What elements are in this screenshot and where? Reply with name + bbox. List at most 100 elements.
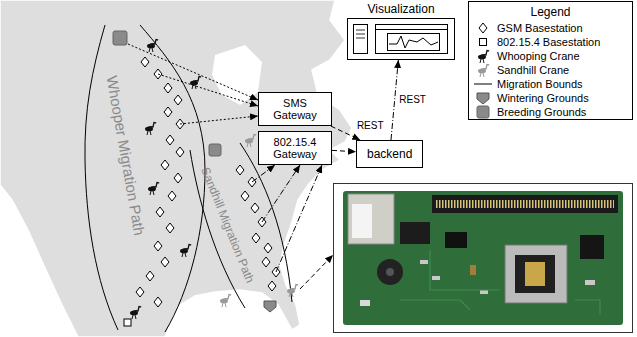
chip bbox=[400, 222, 430, 244]
gsm-basestation bbox=[264, 243, 272, 253]
leader-line bbox=[128, 44, 258, 100]
gsm-basestation bbox=[236, 165, 244, 175]
legend-entry: Wintering Grounds bbox=[497, 91, 589, 105]
sensor-board-photo bbox=[334, 184, 633, 333]
radio-module bbox=[348, 194, 394, 244]
connector-pins bbox=[436, 200, 614, 208]
gsm-basestation bbox=[262, 257, 270, 267]
node-label: SMS Gateway bbox=[264, 97, 326, 121]
sandhill-crane bbox=[245, 135, 256, 148]
gsm-basestation bbox=[168, 191, 176, 201]
title-bar bbox=[376, 29, 448, 30]
edge-label: REST bbox=[397, 94, 428, 106]
sidebar-items bbox=[356, 30, 365, 38]
legend-entry: Breeding Grounds bbox=[497, 105, 586, 119]
whooping-crane bbox=[148, 183, 159, 196]
smd-part bbox=[432, 276, 440, 280]
chart-area bbox=[388, 34, 440, 51]
buzzer bbox=[377, 259, 403, 285]
gsm-basestation bbox=[164, 107, 172, 117]
pentagon-symbol bbox=[477, 93, 489, 104]
photo-frame bbox=[334, 184, 633, 333]
whooping-crane bbox=[190, 77, 201, 90]
backend-box: backend bbox=[356, 140, 423, 168]
gsm-basestation bbox=[174, 173, 182, 183]
sandhill-crane bbox=[220, 295, 231, 308]
gsm-basestation bbox=[166, 135, 174, 145]
legend-box: LegendGSM Basestation802.15.4 Basestatio… bbox=[468, 1, 633, 120]
whooping-crane bbox=[130, 307, 141, 320]
gsm-basestation bbox=[161, 160, 169, 170]
gsm-basestation bbox=[161, 257, 169, 267]
diamond-symbol bbox=[479, 23, 487, 33]
leader-line bbox=[276, 165, 322, 272]
leader-line bbox=[180, 116, 258, 124]
whooper-left-bound bbox=[85, 25, 118, 330]
smd-part bbox=[360, 300, 370, 306]
gsm-basestation bbox=[141, 57, 149, 67]
square-symbol bbox=[480, 39, 487, 46]
module-sticker bbox=[352, 204, 372, 238]
sim-holder bbox=[505, 245, 567, 303]
gsm-basestation bbox=[251, 203, 259, 213]
whooping-crane bbox=[180, 245, 191, 258]
gsm-basestation bbox=[154, 297, 162, 307]
leader-lines bbox=[128, 44, 333, 289]
whooping-crane bbox=[147, 40, 158, 53]
gsm-basestation bbox=[166, 223, 174, 233]
gateway-box: 802.15.4 Gateway bbox=[258, 131, 332, 165]
node-label: backend bbox=[367, 147, 412, 161]
sidebar bbox=[354, 25, 368, 54]
chip bbox=[445, 232, 467, 248]
legend-title: Legend bbox=[469, 5, 632, 19]
window bbox=[376, 25, 448, 54]
legend-entry: 802.15.4 Basestation bbox=[497, 35, 600, 49]
leader-line bbox=[262, 165, 300, 222]
chip bbox=[580, 235, 604, 259]
land-mass bbox=[0, 0, 352, 337]
monitor-frame bbox=[348, 19, 455, 60]
gsm-basestation bbox=[164, 83, 172, 93]
whooper-breeding-grounds bbox=[113, 31, 127, 45]
chart-line bbox=[389, 36, 438, 48]
crane-symbol bbox=[478, 65, 489, 78]
line-symbol bbox=[474, 84, 492, 85]
802-basestation bbox=[124, 319, 131, 326]
leader-line bbox=[252, 165, 275, 182]
leader-line bbox=[158, 74, 258, 106]
edge-label: REST bbox=[355, 120, 386, 132]
smd-part bbox=[470, 265, 476, 275]
node-label: Visualization bbox=[346, 2, 456, 16]
sim-card bbox=[515, 255, 555, 293]
legend-entry: GSM Basestation bbox=[497, 21, 583, 35]
grounds-symbol bbox=[477, 106, 489, 118]
sandhill-wintering-grounds bbox=[264, 301, 276, 312]
connector bbox=[432, 195, 618, 213]
smd-part bbox=[585, 280, 595, 285]
gsm-basestation bbox=[156, 207, 164, 217]
legend-entry: Sandhill Crane bbox=[497, 63, 569, 77]
monitor-icon bbox=[347, 18, 455, 60]
legend-entry: Whooping Crane bbox=[497, 49, 580, 63]
smd-part bbox=[420, 260, 428, 264]
gsm-basestation bbox=[268, 281, 276, 291]
sandhill-breeding-grounds bbox=[209, 144, 221, 156]
visualization-node: Visualization bbox=[346, 2, 456, 60]
leader-line bbox=[300, 255, 333, 289]
gsm-basestation bbox=[174, 95, 182, 105]
sandhill-crane bbox=[287, 285, 298, 298]
node-label: 802.15.4 Gateway bbox=[264, 136, 326, 160]
sim-contacts bbox=[525, 262, 545, 286]
whooping-crane bbox=[145, 123, 156, 136]
gateway-box: SMS Gateway bbox=[258, 92, 332, 126]
gsm-basestation bbox=[241, 191, 249, 201]
gsm-basestation bbox=[136, 287, 144, 297]
gsm-basestation bbox=[146, 271, 154, 281]
buzzer-hole bbox=[386, 268, 394, 276]
connector-arrow bbox=[332, 150, 356, 152]
legend-entry: Migration Bounds bbox=[497, 77, 583, 91]
gsm-basestation bbox=[252, 233, 260, 243]
pcb bbox=[343, 191, 623, 325]
pcb-traces bbox=[400, 250, 600, 315]
